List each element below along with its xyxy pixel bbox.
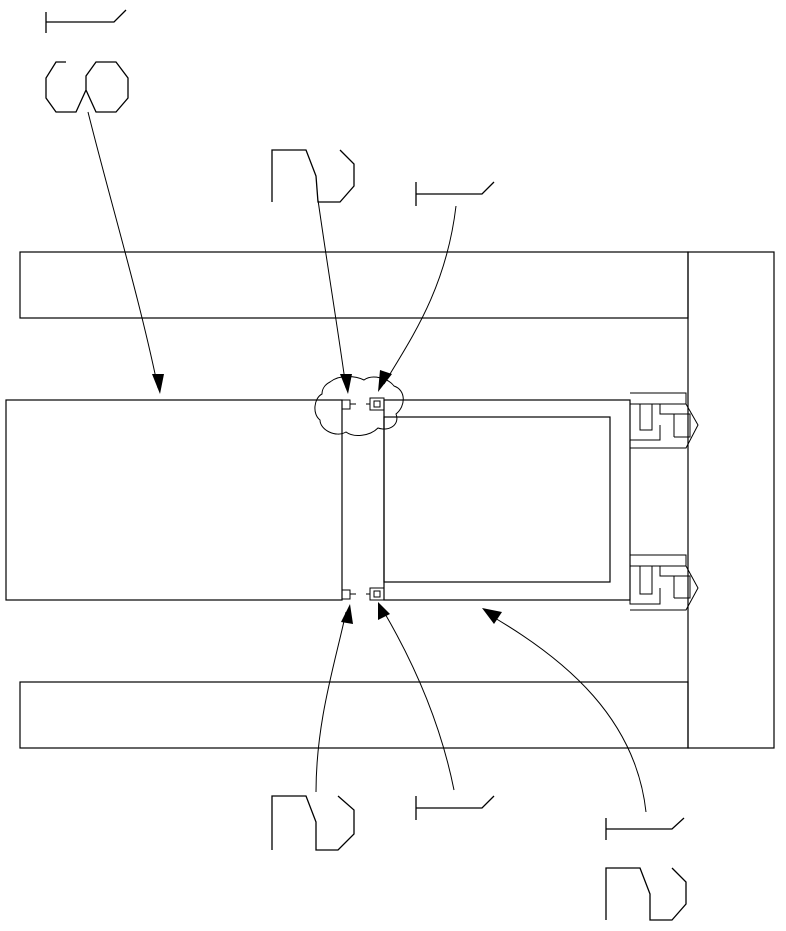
label-2-bottom-glyph [272, 796, 354, 850]
detail-cloud [315, 377, 403, 436]
frame [20, 252, 774, 748]
label-12-glyph [606, 818, 686, 920]
right-panel-inner [384, 417, 610, 582]
right-panel-group [384, 400, 630, 600]
right-panel [384, 400, 630, 600]
bottom-rail [20, 682, 688, 748]
leader-1-top [378, 206, 456, 392]
leader-12 [482, 608, 646, 812]
leader-2-bottom [316, 604, 353, 792]
left-panel [6, 400, 342, 600]
connector-right-top [366, 398, 384, 410]
label-1-bottom-glyph [416, 796, 494, 820]
leader-1-bottom [378, 602, 454, 790]
connector-right-bottom [366, 588, 384, 600]
leader-13 [88, 112, 164, 394]
label-1-top-glyph [416, 182, 494, 206]
connector-left-bottom [342, 590, 356, 599]
label-13-glyph [46, 10, 128, 112]
top-rail [20, 252, 688, 318]
connector-left-top [342, 400, 356, 409]
right-end-post [688, 252, 774, 748]
label-2-top-glyph [272, 150, 354, 202]
leader-2-top [318, 200, 352, 394]
